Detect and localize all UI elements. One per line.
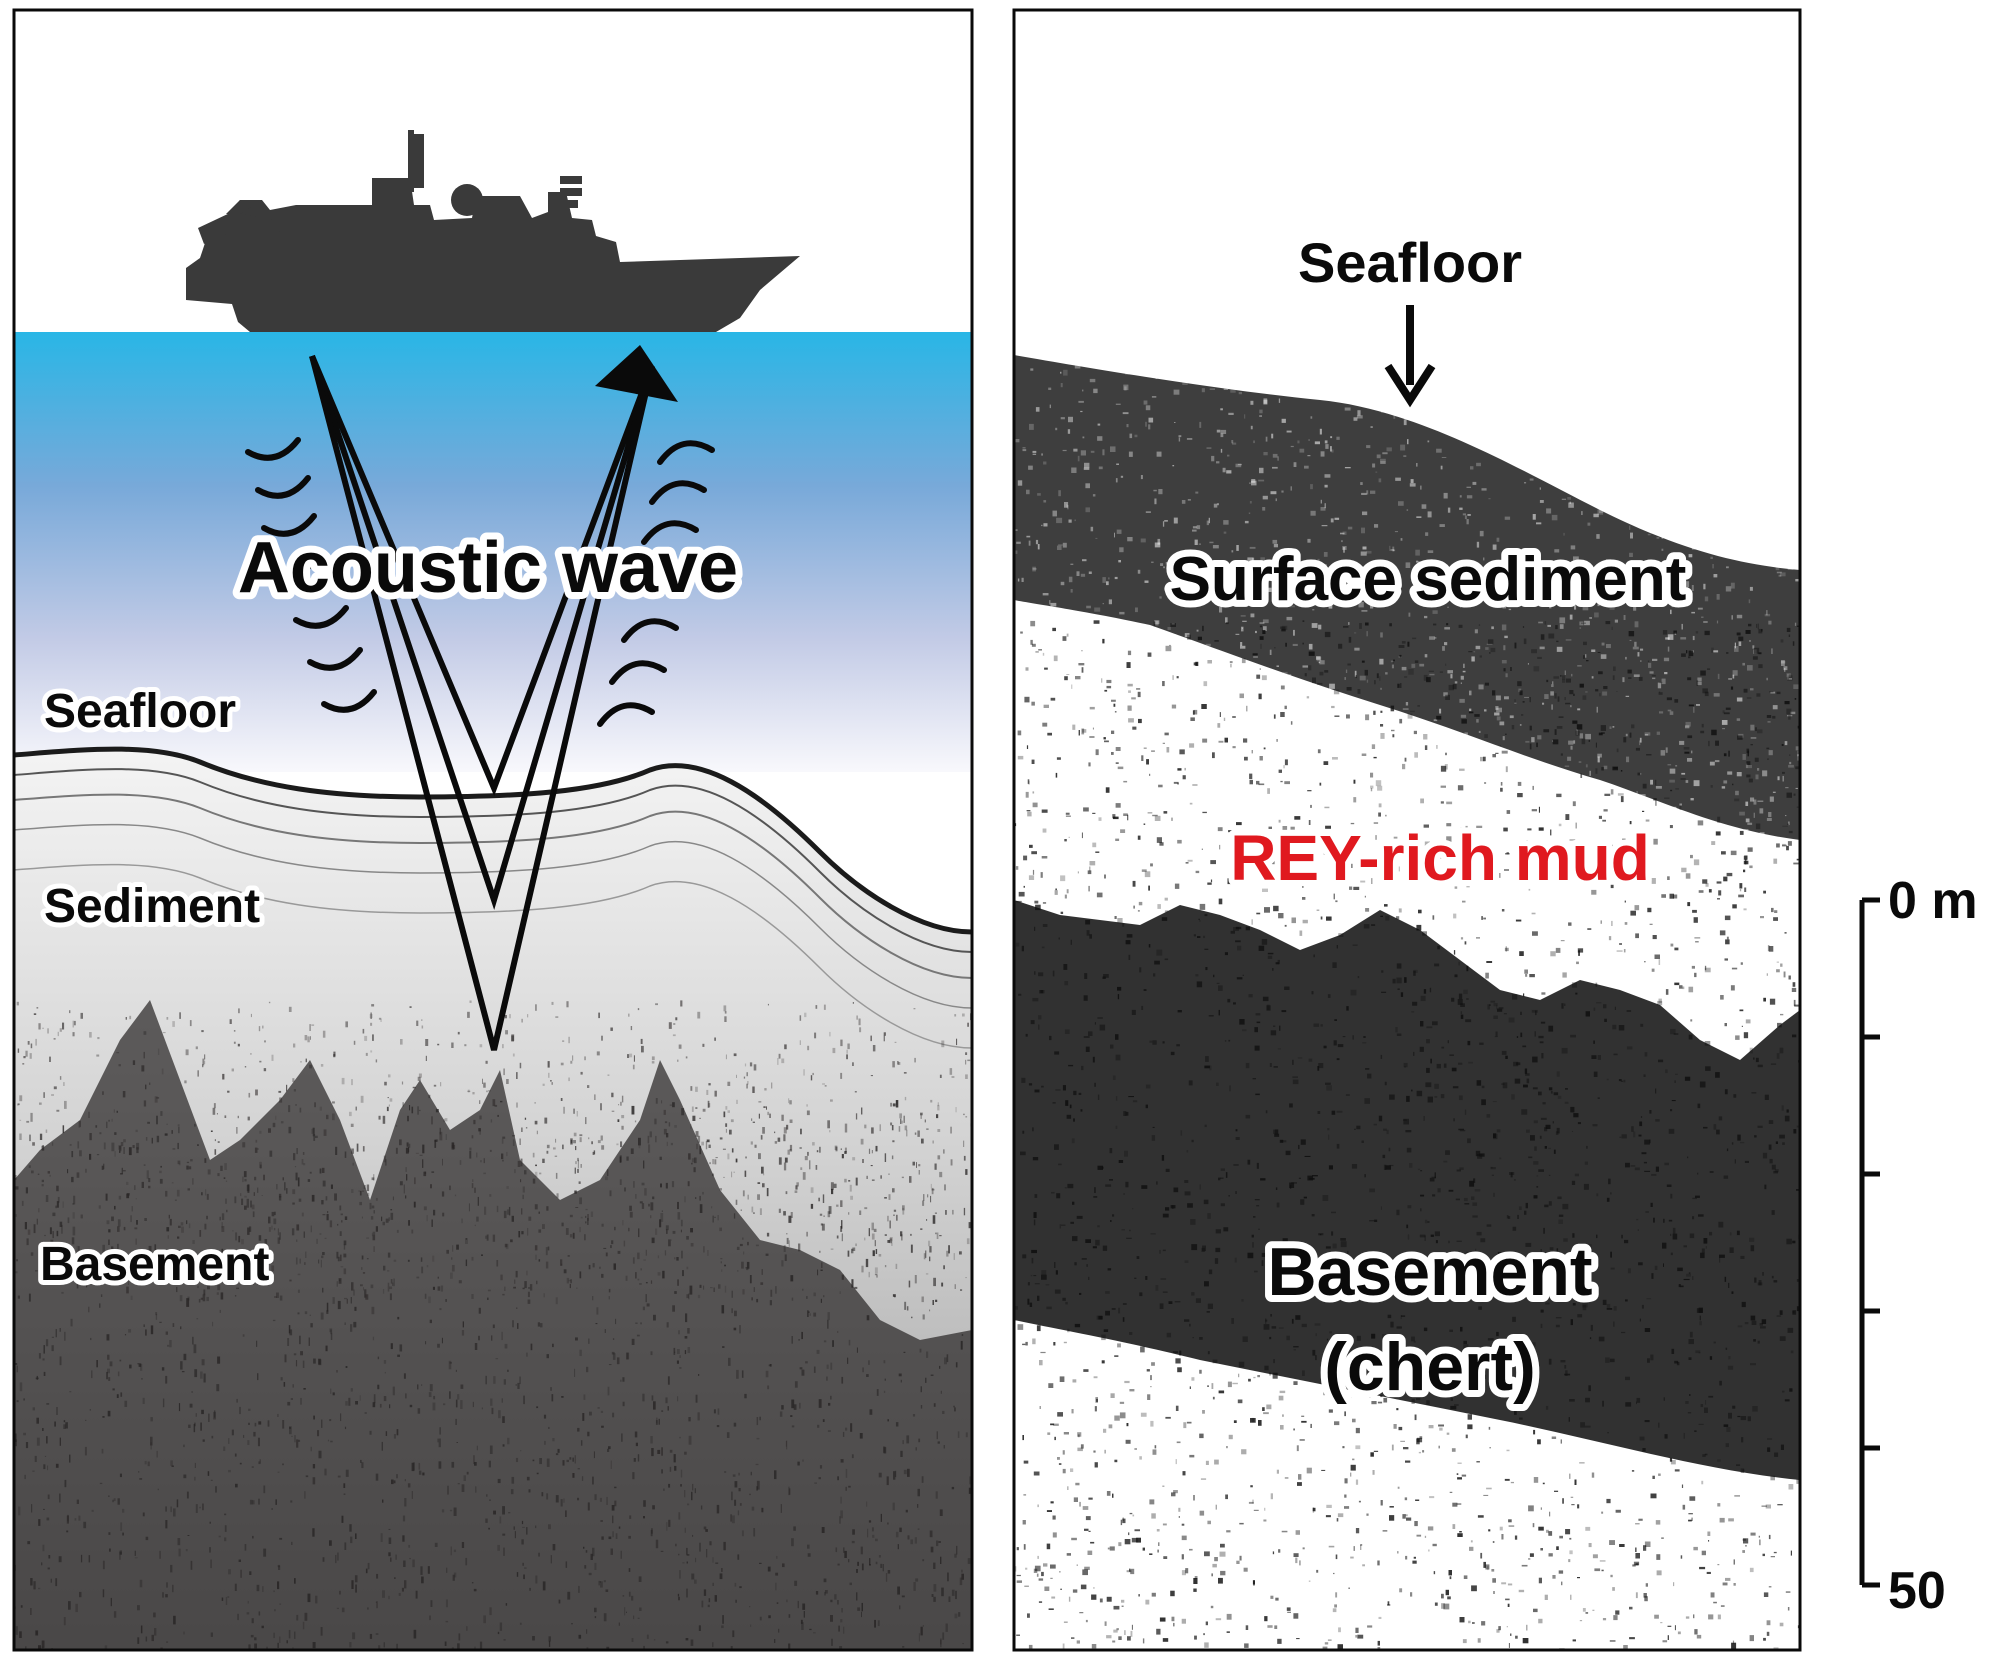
surface-sediment-label: Surface sediment xyxy=(1170,545,1687,614)
scale-top-label: 0 m xyxy=(1888,872,1978,930)
right-panel-border xyxy=(1012,8,1802,1652)
basement-left xyxy=(14,1000,972,1650)
basement-texture-right xyxy=(1014,620,1800,1650)
scale-bar xyxy=(1859,897,1880,1588)
right-panel: Seafloor Surface sediment REY-rich mud B… xyxy=(1014,10,1800,1650)
seafloor-label-right: Seafloor xyxy=(1298,231,1522,294)
scale-bottom-label: 50 xyxy=(1888,1562,1946,1620)
sediment-reflectors-left xyxy=(14,746,972,1049)
acoustic-rays xyxy=(309,354,655,1051)
arrow-head-icon xyxy=(595,345,678,402)
seafloor-arrow-icon xyxy=(1384,305,1436,408)
wave-arcs-right xyxy=(597,440,715,727)
acoustic-wave-label: Acoustic wave xyxy=(238,528,738,608)
left-panel-border xyxy=(12,8,974,1652)
basement-label-right: Basement xyxy=(1267,1234,1592,1310)
surface-sediment-texture xyxy=(1014,361,1800,845)
ship-icon xyxy=(186,130,800,332)
basement-right xyxy=(1014,900,1800,1480)
rey-rich-mud-label: REY-rich mud xyxy=(1230,822,1650,894)
seafloor-label-left: Seafloor xyxy=(44,685,236,738)
basement-texture-left xyxy=(14,1000,972,1305)
wave-arcs-left xyxy=(245,437,377,713)
sediment-label-left: Sediment xyxy=(44,880,260,933)
surface-sediment-layer xyxy=(1014,355,1800,840)
basement-label-left: Basement xyxy=(40,1238,269,1291)
chert-label: (chert) xyxy=(1324,1329,1536,1405)
sea-water xyxy=(14,332,972,772)
left-panel: Acoustic wave Seafloor Sediment Basement xyxy=(14,10,972,1650)
